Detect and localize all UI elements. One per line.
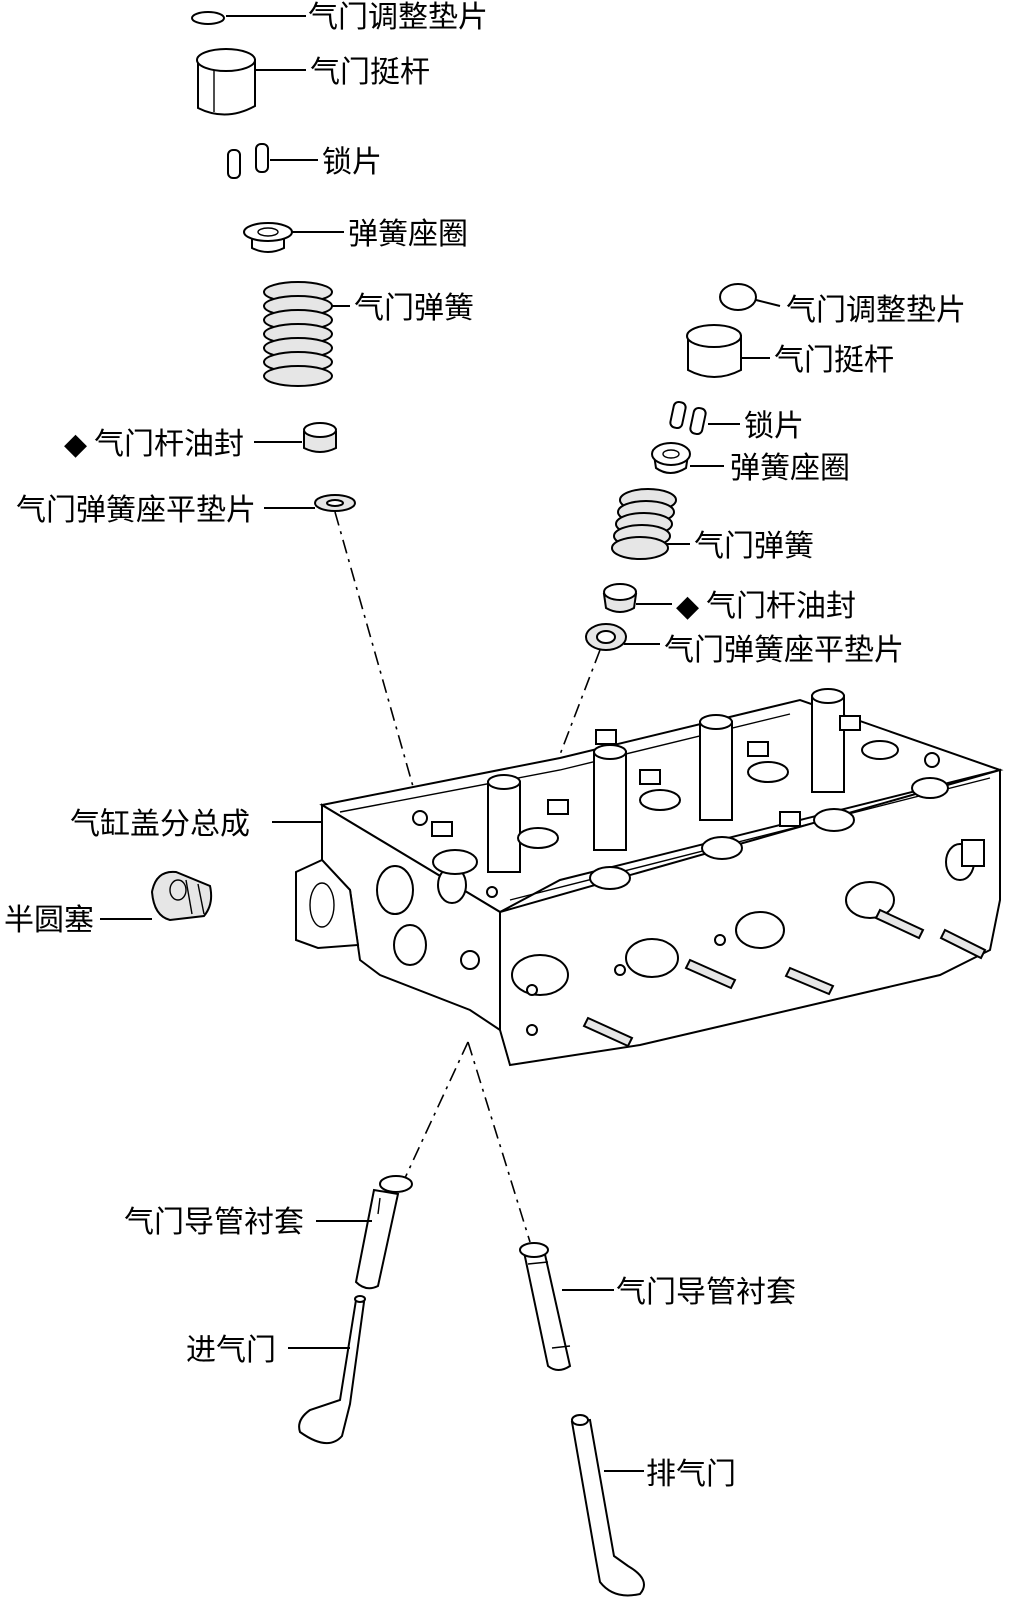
left-stem-seal-label: 气门杆油封 [94, 428, 244, 461]
right-stem-seal-part [602, 583, 638, 613]
right-guide-bushing-label: 气门导管衬套 [616, 1276, 796, 1309]
right-keeper-label: 锁片 [744, 410, 804, 443]
exhaust-valve-label: 排气门 [646, 1458, 736, 1491]
right-shim-part [719, 283, 757, 311]
right-valve-stack [511, 283, 781, 881]
left-valve-stack [191, 11, 415, 791]
exhaust-valve-part [570, 1414, 645, 1597]
left-keeper-label: 锁片 [322, 146, 382, 179]
left-retainer-part [243, 222, 293, 253]
right-shim-label: 气门调整垫片 [786, 294, 966, 327]
left-lifter-label: 气门挺杆 [310, 56, 430, 89]
left-guide-bushing-part [354, 1175, 413, 1290]
assembly-labels: 气缸盖分总成 半圆塞 [4, 808, 250, 937]
right-non-reusable-mark: ◆ [676, 590, 699, 623]
right-spring-part [611, 488, 677, 560]
left-spring-seat-washer-part [314, 494, 356, 512]
intake-valve-part [298, 1295, 366, 1444]
left-keeper-part [227, 143, 269, 179]
right-labels: 气门调整垫片 气门挺杆 锁片 弹簧座圈 气门弹簧 ◆ 气门杆油封 气门弹簧座平垫… [616, 294, 966, 1491]
right-spring-seat-washer-part [585, 623, 627, 651]
left-shim-label: 气门调整垫片 [308, 1, 488, 34]
cylinder-head-part [295, 688, 1004, 1243]
cylinder-head-label: 气缸盖分总成 [70, 808, 250, 841]
intake-ports [511, 839, 985, 1036]
right-spring-label: 气门弹簧 [694, 530, 814, 563]
left-spring-seat-washer-label: 气门弹簧座平垫片 [16, 494, 256, 527]
right-lifter-part [686, 324, 742, 378]
right-retainer-label: 弹簧座圈 [730, 452, 850, 485]
manifold-studs [582, 908, 987, 1048]
half-round-plug-label: 半圆塞 [4, 904, 94, 937]
left-non-reusable-mark: ◆ [64, 428, 87, 461]
right-guide-bushing-part [519, 1242, 572, 1371]
right-lifter-label: 气门挺杆 [774, 344, 894, 377]
left-labels: 气门调整垫片 气门挺杆 锁片 弹簧座圈 气门弹簧 ◆ 气门杆油封 气门弹簧座平垫… [16, 1, 488, 1367]
left-lifter-part [196, 48, 256, 116]
intake-valve-label: 进气门 [186, 1334, 276, 1367]
left-shim-part [191, 11, 225, 25]
left-retainer-label: 弹簧座圈 [348, 218, 468, 251]
cam-journals [412, 715, 949, 898]
valve-guide-tubes [487, 688, 845, 873]
left-stem-seal-part [303, 422, 337, 453]
left-spring-label: 气门弹簧 [354, 292, 474, 325]
right-retainer-part [651, 442, 691, 474]
right-stem-seal-label: 气门杆油封 [706, 590, 856, 623]
half-round-plug-part [150, 870, 213, 922]
right-keeper-part [669, 400, 707, 436]
left-guide-bushing-label: 气门导管衬套 [124, 1206, 304, 1239]
left-spring-part [263, 281, 333, 387]
right-spring-seat-washer-label: 气门弹簧座平垫片 [664, 634, 904, 667]
